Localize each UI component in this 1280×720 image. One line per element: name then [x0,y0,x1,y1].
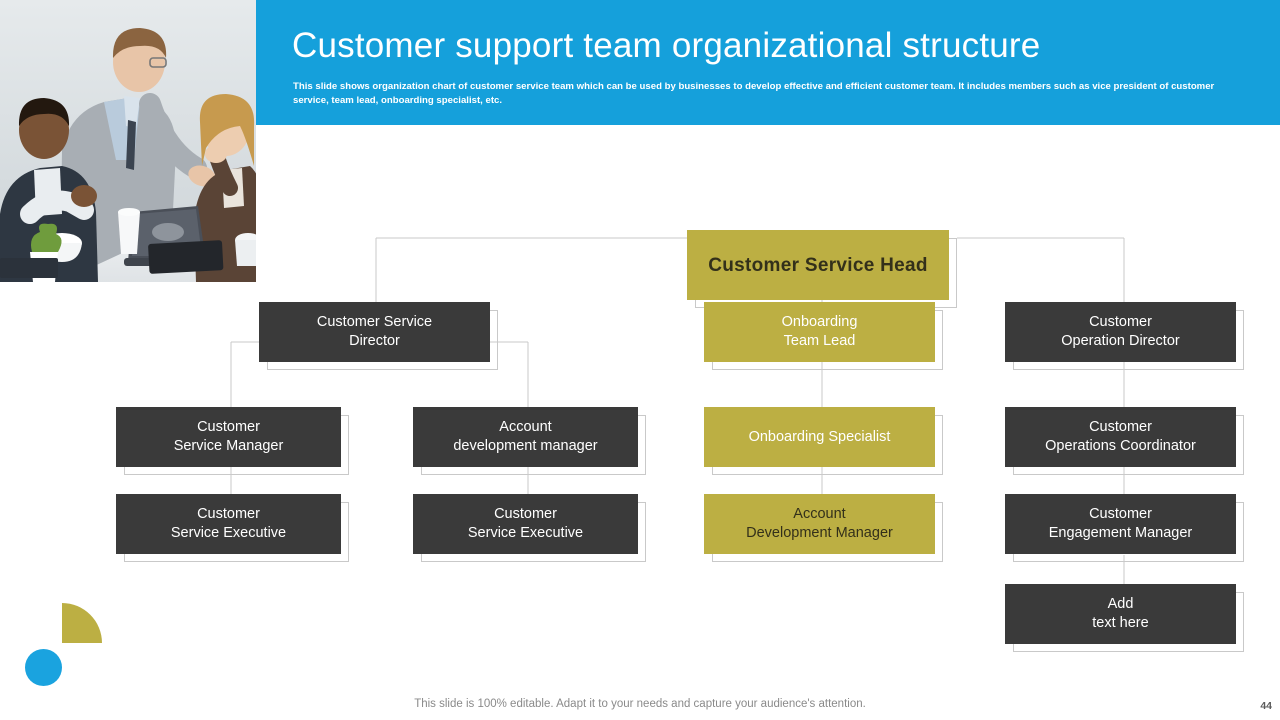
node-label-line1: Customer [494,506,557,522]
page-title: Customer support team organizational str… [292,26,1041,65]
photo-illustration [0,0,256,282]
node-label-line2: Director [349,333,400,349]
node-label-line2: Operation Director [1061,333,1180,349]
node-label-line1: Account [499,419,552,435]
node-customer-service-manager[interactable]: Customer Service Manager [116,407,349,475]
node-label-line2: Team Lead [783,333,856,349]
node-customer-engagement-manager[interactable]: Customer Engagement Manager [1005,494,1244,562]
team-meeting-photo [0,0,256,282]
node-label-line1: Onboarding [781,314,858,330]
node-label-line2: text here [1092,615,1149,631]
node-label-line1: Customer Service [316,314,433,330]
node-label-line2: Service Executive [467,525,584,541]
node-label-line1: Customer [1089,419,1152,435]
node-onboarding-team-lead[interactable]: Onboarding Team Lead [704,302,943,370]
node-chip: Customer Service Executive [116,494,341,554]
node-label-line2: Operations Coordinator [1045,438,1196,454]
node-chip: Customer Service Manager [116,407,341,467]
node-label-line1: Onboarding Specialist [748,428,891,445]
node-customer-service-executive-middle[interactable]: Customer Service Executive [413,494,646,562]
node-chip: Customer Service Director [259,302,490,362]
node-label-line1: Add [1107,596,1134,612]
node-chip: Account Development Manager [704,494,935,554]
node-label-line1: Customer [1089,506,1152,522]
node-label-line2: Service Executive [170,525,287,541]
node-label-line2: Development Manager [746,525,893,541]
footer-note: This slide is 100% editable. Adapt it to… [414,698,866,710]
node-onboarding-specialist[interactable]: Onboarding Specialist [704,407,943,475]
node-chip: Account development manager [413,407,638,467]
node-chip: Onboarding Team Lead [704,302,935,362]
node-customer-service-head[interactable]: Customer Service Head [687,230,957,308]
header-band [256,0,1280,125]
page-subtitle: This slide shows organization chart of c… [293,81,1215,106]
node-chip: Onboarding Specialist [704,407,935,467]
node-label-line1: Account [793,506,846,522]
circle-decoration [25,649,62,686]
org-chart: Customer Service Head Customer Service D… [0,125,1280,670]
page-number: 44 [1260,700,1272,712]
node-chip: Customer Operations Coordinator [1005,407,1236,467]
node-label-line1: Customer [197,419,260,435]
node-customer-service-executive-left[interactable]: Customer Service Executive [116,494,349,562]
node-account-development-manager-olive[interactable]: Account Development Manager [704,494,943,562]
node-chip: Customer Engagement Manager [1005,494,1236,554]
node-customer-operations-coordinator[interactable]: Customer Operations Coordinator [1005,407,1244,475]
node-label-line1: Customer [197,506,260,522]
node-label-line1: Customer Service Head [708,254,928,276]
node-chip: Customer Service Executive [413,494,638,554]
node-customer-service-director[interactable]: Customer Service Director [259,302,498,370]
node-label-line1: Customer [1089,314,1152,330]
node-label-line2: development manager [453,438,598,454]
node-account-development-manager[interactable]: Account development manager [413,407,646,475]
node-add-text-here[interactable]: Add text here [1005,584,1244,652]
node-customer-operation-director[interactable]: Customer Operation Director [1005,302,1244,370]
node-chip: Customer Operation Director [1005,302,1236,362]
node-chip: Customer Service Head [687,230,949,300]
node-label-line2: Engagement Manager [1048,525,1193,541]
node-chip: Add text here [1005,584,1236,644]
node-label-line2: Service Manager [173,438,284,454]
